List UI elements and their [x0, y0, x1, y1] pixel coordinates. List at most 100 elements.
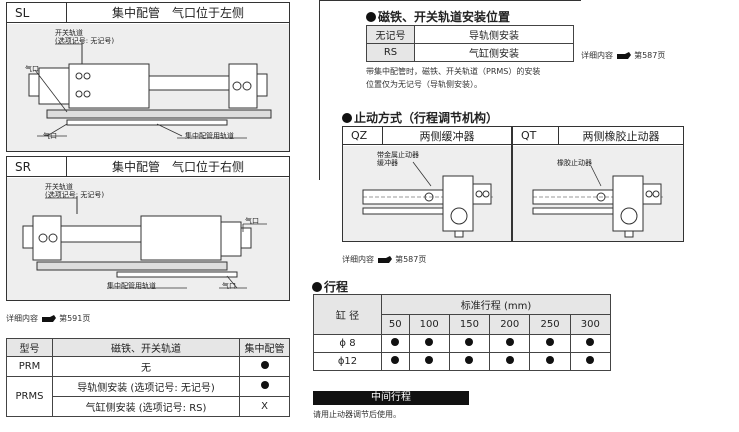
mount-note-line2: 位置仅为无记号（导轨侧安装）。	[366, 80, 482, 89]
mount-heading: 磁铁、开关轨道安装位置	[366, 8, 510, 25]
bore-cell: ϕ12	[313, 352, 382, 371]
stroke-cell	[529, 334, 571, 353]
stop-heading: 止动方式（行程调节机构）	[342, 109, 498, 126]
stop-heading-text: 止动方式（行程调节机构）	[354, 111, 499, 125]
stroke-value-header: 300	[569, 314, 612, 335]
sl-code: SL	[7, 3, 67, 22]
stroke-cell	[569, 352, 612, 371]
qt-panel: QT 两侧橡胶止动器 橡胶止动器	[512, 126, 684, 242]
pipe-cell	[239, 356, 290, 377]
stroke-cell	[489, 334, 531, 353]
model-col-header: 型号	[6, 338, 53, 357]
sr-code: SR	[7, 157, 67, 176]
sr-label-port2: 气口	[222, 282, 236, 290]
stroke-heading: 行程	[312, 278, 348, 295]
pipe-col-header: 集中配管	[239, 338, 290, 357]
stroke-table: 缸 径 标准行程 (mm) 50 100 150 200 250 300 ϕ 8…	[313, 294, 612, 371]
qz-drawing	[362, 161, 493, 238]
qz-header: QZ 两侧缓冲器	[343, 127, 511, 145]
pointing-hand-icon	[377, 255, 392, 263]
sr-diagram: 开关轨道 (选项记号: 无记号) 气口 气口 集中配管用轨道	[7, 178, 289, 300]
filled-dot-icon	[505, 356, 514, 364]
filled-dot-icon	[425, 356, 434, 364]
mid-stroke-title: 中间行程	[313, 391, 469, 405]
table-row: ϕ 8	[313, 334, 612, 353]
stroke-cell	[448, 352, 491, 371]
rail-cell: 气缸侧安装 (选项记号: RS)	[52, 396, 240, 417]
mount-code-cell: 无记号	[366, 25, 415, 44]
stroke-cell	[381, 352, 410, 371]
filled-dot-icon	[465, 338, 474, 346]
left-note-page: 第591页	[59, 314, 91, 323]
sl-label-port1: 气口	[25, 65, 39, 73]
sr-cylinder-drawing	[22, 196, 267, 289]
filled-dot-icon	[391, 356, 400, 364]
rail-cell: 无	[52, 356, 240, 377]
stroke-value-header: 50	[381, 314, 410, 335]
sl-label-pipe-rail: 集中配管用轨道	[185, 132, 234, 140]
rail-cell: 导轨侧安装 (选项记号: 无记号)	[52, 376, 240, 397]
mount-heading-text: 磁铁、开关轨道安装位置	[378, 10, 511, 24]
filled-dot-icon	[505, 338, 514, 346]
pipe-cell: X	[239, 396, 290, 417]
filled-dot-icon	[586, 338, 595, 346]
mount-detail-note: 详细内容 第587页	[581, 50, 665, 61]
mount-desc-cell: 气缸侧安装	[414, 43, 574, 62]
stroke-value-header: 150	[448, 314, 491, 335]
model-cell: PRMS	[6, 376, 53, 417]
filled-dot-icon	[391, 338, 400, 346]
mount-note-page: 第587页	[634, 51, 666, 60]
sr-label-rail-sub: (选项记号: 无记号)	[45, 191, 105, 199]
qt-header: QT 两侧橡胶止动器	[513, 127, 683, 145]
sl-panel: SL 集中配管 气口位于左侧 开关轨道 (选项记号: 无记号) 气口 气口 集中…	[6, 2, 290, 152]
filled-dot-icon	[586, 356, 595, 364]
mid-stroke-note: 请用止动器调节后使用。	[313, 410, 401, 419]
filled-dot-icon	[546, 338, 555, 346]
qz-code: QZ	[343, 127, 383, 144]
stroke-cell	[569, 334, 612, 353]
mount-table: 无记号 导轨侧安装 RS 气缸侧安装	[366, 25, 574, 62]
sr-panel-header: SR 集中配管 气口位于右侧	[7, 157, 289, 177]
bore-col-header: 缸 径	[313, 294, 382, 335]
stroke-cell	[448, 334, 491, 353]
mount-desc-cell: 导轨侧安装	[414, 25, 574, 44]
filled-dot-icon	[260, 381, 269, 389]
sr-label-rail: 开关轨道	[45, 183, 73, 191]
qt-title: 两侧橡胶止动器	[582, 129, 660, 143]
qt-diagram: 橡胶止动器	[513, 146, 683, 241]
stop-note-page: 第587页	[395, 255, 427, 264]
filled-dot-icon	[425, 338, 434, 346]
qz-title: 两侧缓冲器	[419, 129, 475, 143]
stroke-value-header: 250	[529, 314, 571, 335]
mount-code-cell: RS	[366, 43, 415, 62]
top-rule	[319, 0, 581, 1]
stroke-cell	[529, 352, 571, 371]
sl-label-rail: 开关轨道	[55, 29, 83, 37]
stroke-cell	[408, 334, 450, 353]
bullet-icon	[312, 281, 322, 292]
stroke-value-header: 200	[489, 314, 531, 335]
qt-code: QT	[513, 127, 559, 144]
stroke-value-header: 100	[408, 314, 450, 335]
stop-note-text: 详细内容	[342, 255, 374, 264]
qz-label-stopper: 带金属止动器	[377, 151, 419, 159]
sl-title: 集中配管 气口位于左侧	[111, 6, 244, 20]
stop-detail-note: 详细内容 第587页	[342, 254, 426, 265]
stroke-cell	[381, 334, 410, 353]
filled-dot-icon	[260, 361, 269, 369]
qt-drawing	[532, 165, 665, 238]
table-row: ϕ12	[313, 352, 612, 371]
sl-panel-header: SL 集中配管 气口位于左侧	[7, 3, 289, 23]
section-divider	[319, 0, 320, 180]
bullet-icon	[366, 11, 376, 22]
bore-cell: ϕ 8	[313, 334, 382, 353]
qz-diagram: 带金属止动器 缓冲器	[343, 146, 511, 241]
sr-label-port1: 气口	[245, 217, 259, 225]
model-cell: PRM	[6, 356, 53, 377]
sr-panel: SR 集中配管 气口位于右侧 开关轨道 (选项记号: 无记号) 气口 气口 集中…	[6, 156, 290, 301]
stroke-cell	[408, 352, 450, 371]
mount-note-line1: 带集中配管时，磁铁、开关轨道（PRMS）的安装	[366, 67, 541, 76]
filled-dot-icon	[465, 356, 474, 364]
sl-diagram: 开关轨道 (选项记号: 无记号) 气口 气口 集中配管用轨道	[7, 24, 289, 151]
sl-cylinder-drawing	[28, 42, 272, 139]
